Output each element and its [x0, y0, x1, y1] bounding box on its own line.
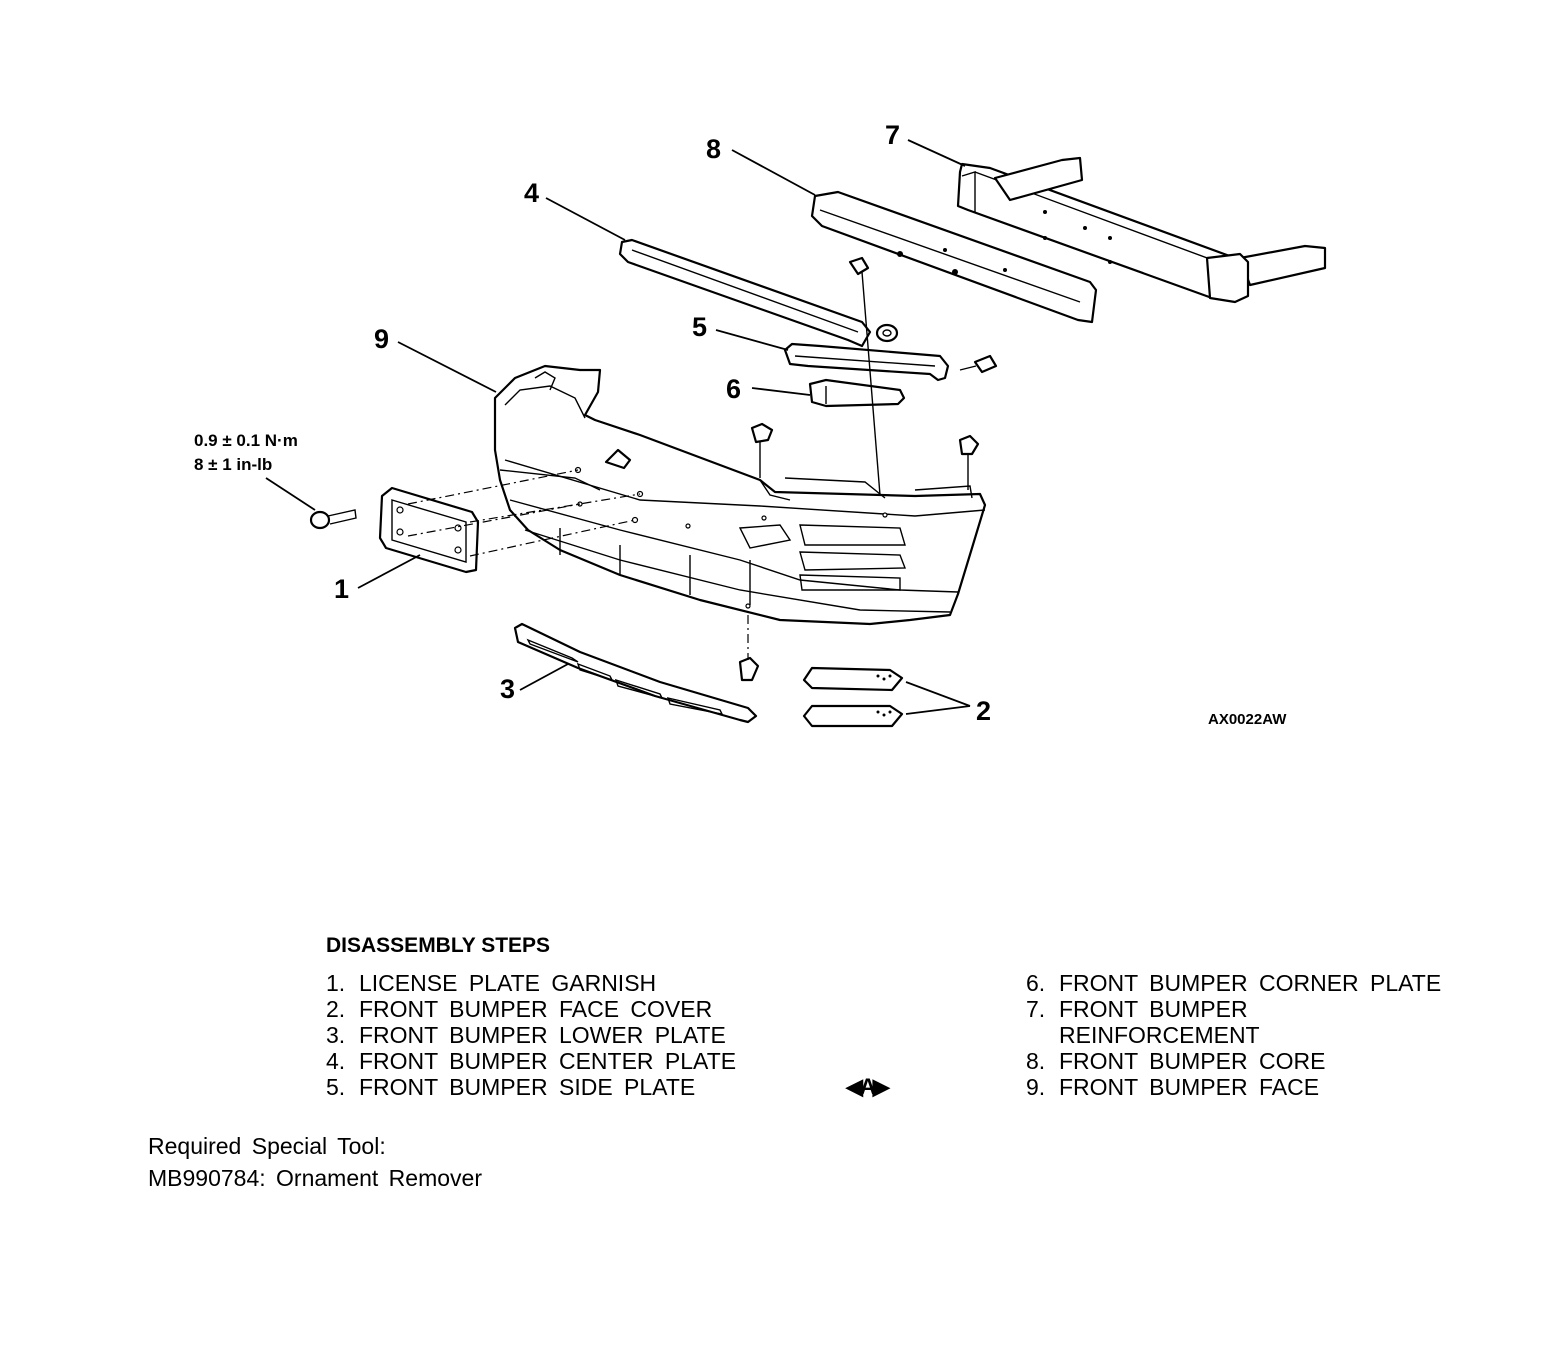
license-plate-garnish-part [378, 469, 641, 574]
step-item: 5. FRONT BUMPER SIDE PLATE [326, 1074, 826, 1100]
required-special-tool: Required Special Tool: MB990784: Ornamen… [148, 1130, 848, 1194]
step-text: FRONT BUMPER [1059, 996, 1248, 1022]
callout-6: 6 [726, 374, 741, 404]
step-text: FRONT BUMPER CENTER PLATE [359, 1048, 737, 1074]
bumper-face-cover-parts [802, 666, 904, 728]
step-item: 1. LICENSE PLATE GARNISH [326, 970, 826, 996]
callout-1: 1 [334, 574, 349, 604]
bumper-core-part [810, 190, 1098, 324]
step-number: 3. [326, 1022, 346, 1048]
step-item: 4. FRONT BUMPER CENTER PLATE [326, 1048, 826, 1074]
step-item: 2. FRONT BUMPER FACE COVER [326, 996, 826, 1022]
tool-item: MB990784: Ornament Remover [148, 1165, 482, 1191]
bumper-center-plate-part [618, 238, 872, 348]
step-number: 5. [326, 1074, 346, 1100]
exploded-view-diagram: 7 8 4 5 6 9 1 3 2 0.9 ± 0.1 N·m 8 ± 1 in… [194, 120, 1327, 728]
bumper-lower-plate-part [513, 622, 758, 724]
steps-title: DISASSEMBLY STEPS [326, 934, 551, 957]
callout-8: 8 [706, 134, 721, 164]
callout-5: 5 [692, 312, 707, 342]
step-number: 8. [1026, 1048, 1046, 1074]
torque-spec-metric: 0.9 ± 0.1 N·m [194, 431, 298, 450]
steps-left-column: 1. LICENSE PLATE GARNISH 2. FRONT BUMPER FA… [326, 970, 826, 1100]
step-number: 9. [1026, 1074, 1046, 1100]
step-text: FRONT BUMPER CORE [1059, 1048, 1326, 1074]
tool-label: Required Special Tool: [148, 1133, 386, 1159]
callout-7: 7 [885, 120, 900, 150]
step-item: 7. FRONT BUMPER [1026, 996, 1526, 1022]
callout-4: 4 [524, 178, 539, 208]
step-text: FRONT BUMPER FACE COVER [359, 996, 713, 1022]
screw-fastener [959, 354, 998, 374]
steps-right-column: 6. FRONT BUMPER CORNER PLATE 7. FRONT BUMPE… [1026, 970, 1526, 1100]
leader-lines [265, 139, 971, 715]
figure-code: AX0022AW [1208, 711, 1287, 728]
step-text: FRONT BUMPER LOWER PLATE [359, 1022, 726, 1048]
step-number: 6. [1026, 970, 1046, 996]
step-item: 9. FRONT BUMPER FACE [1026, 1074, 1526, 1100]
step-number: 4. [326, 1048, 346, 1074]
step-number: 7. [1026, 996, 1046, 1022]
callout-2: 2 [976, 696, 991, 726]
torque-spec-imperial: 8 ± 1 in-lb [194, 455, 272, 474]
step-item: 6. FRONT BUMPER CORNER PLATE [1026, 970, 1526, 996]
bumper-face-part [493, 364, 987, 626]
step-text: REINFORCEMENT [1059, 1022, 1260, 1048]
step-item: 3. FRONT BUMPER LOWER PLATE [326, 1022, 826, 1048]
marker-a: ◀A▶ [846, 1074, 890, 1099]
step-number: 2. [326, 996, 346, 1022]
clip-fasteners [738, 256, 980, 682]
step-text: LICENSE PLATE GARNISH [359, 970, 657, 996]
step-text: FRONT BUMPER SIDE PLATE [359, 1074, 696, 1100]
step-number: 1. [326, 970, 346, 996]
disassembly-steps: DISASSEMBLY STEPS 1. LICENSE PLATE GARNIS… [326, 934, 1526, 1104]
bumper-corner-plate-part [808, 378, 906, 408]
callout-3: 3 [500, 674, 515, 704]
step-number [1026, 1022, 1059, 1048]
bumper-side-plate-part [783, 342, 950, 382]
step-text: FRONT BUMPER FACE [1059, 1074, 1320, 1100]
garnish-bolt [309, 509, 357, 530]
bumper-reinforcement-part [956, 156, 1327, 304]
step-item: 8. FRONT BUMPER CORE [1026, 1048, 1526, 1074]
nut-fastener [875, 323, 899, 343]
step-item: REINFORCEMENT [1026, 1022, 1526, 1048]
step-text: FRONT BUMPER CORNER PLATE [1059, 970, 1442, 996]
callout-9: 9 [374, 324, 389, 354]
